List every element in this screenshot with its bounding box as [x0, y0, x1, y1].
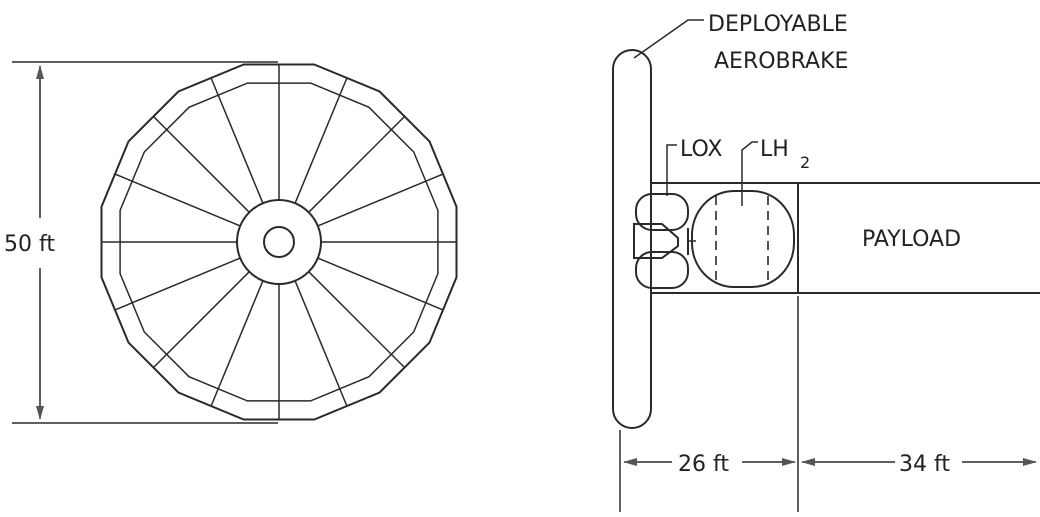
lh2-label: LH: [760, 137, 789, 162]
aerobrake-ribs: [101, 64, 457, 420]
aerobrake-rib: [294, 77, 348, 204]
lox-tank-upper: [635, 193, 689, 231]
side-view: DEPLOYABLE AEROBRAKE LOX LH 2 PAYLOAD: [612, 12, 1040, 512]
aerobrake-rib: [152, 115, 250, 213]
aerobrake-inner-ring: [119, 82, 439, 402]
hub-inner: [263, 226, 295, 258]
front-view: 50 ft: [4, 61, 458, 424]
lh2-subscript: 2: [800, 153, 810, 172]
aerobrake-label-line2: AEROBRAKE: [714, 49, 848, 74]
lh2-leader: [741, 141, 758, 206]
lh2-tank: [691, 190, 795, 288]
dim-payload-label: 34 ft: [899, 452, 950, 477]
aerobrake-rib: [114, 173, 241, 227]
deployable-aerobrake: [612, 49, 652, 429]
propulsion-stage-body: [651, 182, 799, 294]
aerobrake-leader: [633, 19, 704, 59]
lox-tank-lower: [635, 251, 689, 289]
aerobrake-rib: [114, 257, 241, 311]
dim-propulsion-label: 26 ft: [678, 452, 729, 477]
aerobrake-rib: [210, 77, 264, 204]
aerobrake-rib: [308, 115, 406, 213]
aerobrake-rib: [210, 280, 264, 407]
lox-label: LOX: [680, 137, 722, 162]
hub-outer: [236, 199, 322, 285]
lox-leader: [666, 144, 677, 196]
aerobrake-rib: [294, 280, 348, 407]
aerobrake-rib: [317, 173, 444, 227]
aerobrake-label-line1: DEPLOYABLE: [708, 12, 848, 37]
payload-label: PAYLOAD: [862, 227, 961, 252]
aerobrake-rib: [317, 257, 444, 311]
engine-bell: [633, 223, 679, 259]
diameter-label: 50 ft: [4, 232, 55, 257]
aerobrake-rib: [308, 271, 406, 369]
aerobrake-outer-edge: [100, 63, 458, 421]
aerobrake-rib: [152, 271, 250, 369]
